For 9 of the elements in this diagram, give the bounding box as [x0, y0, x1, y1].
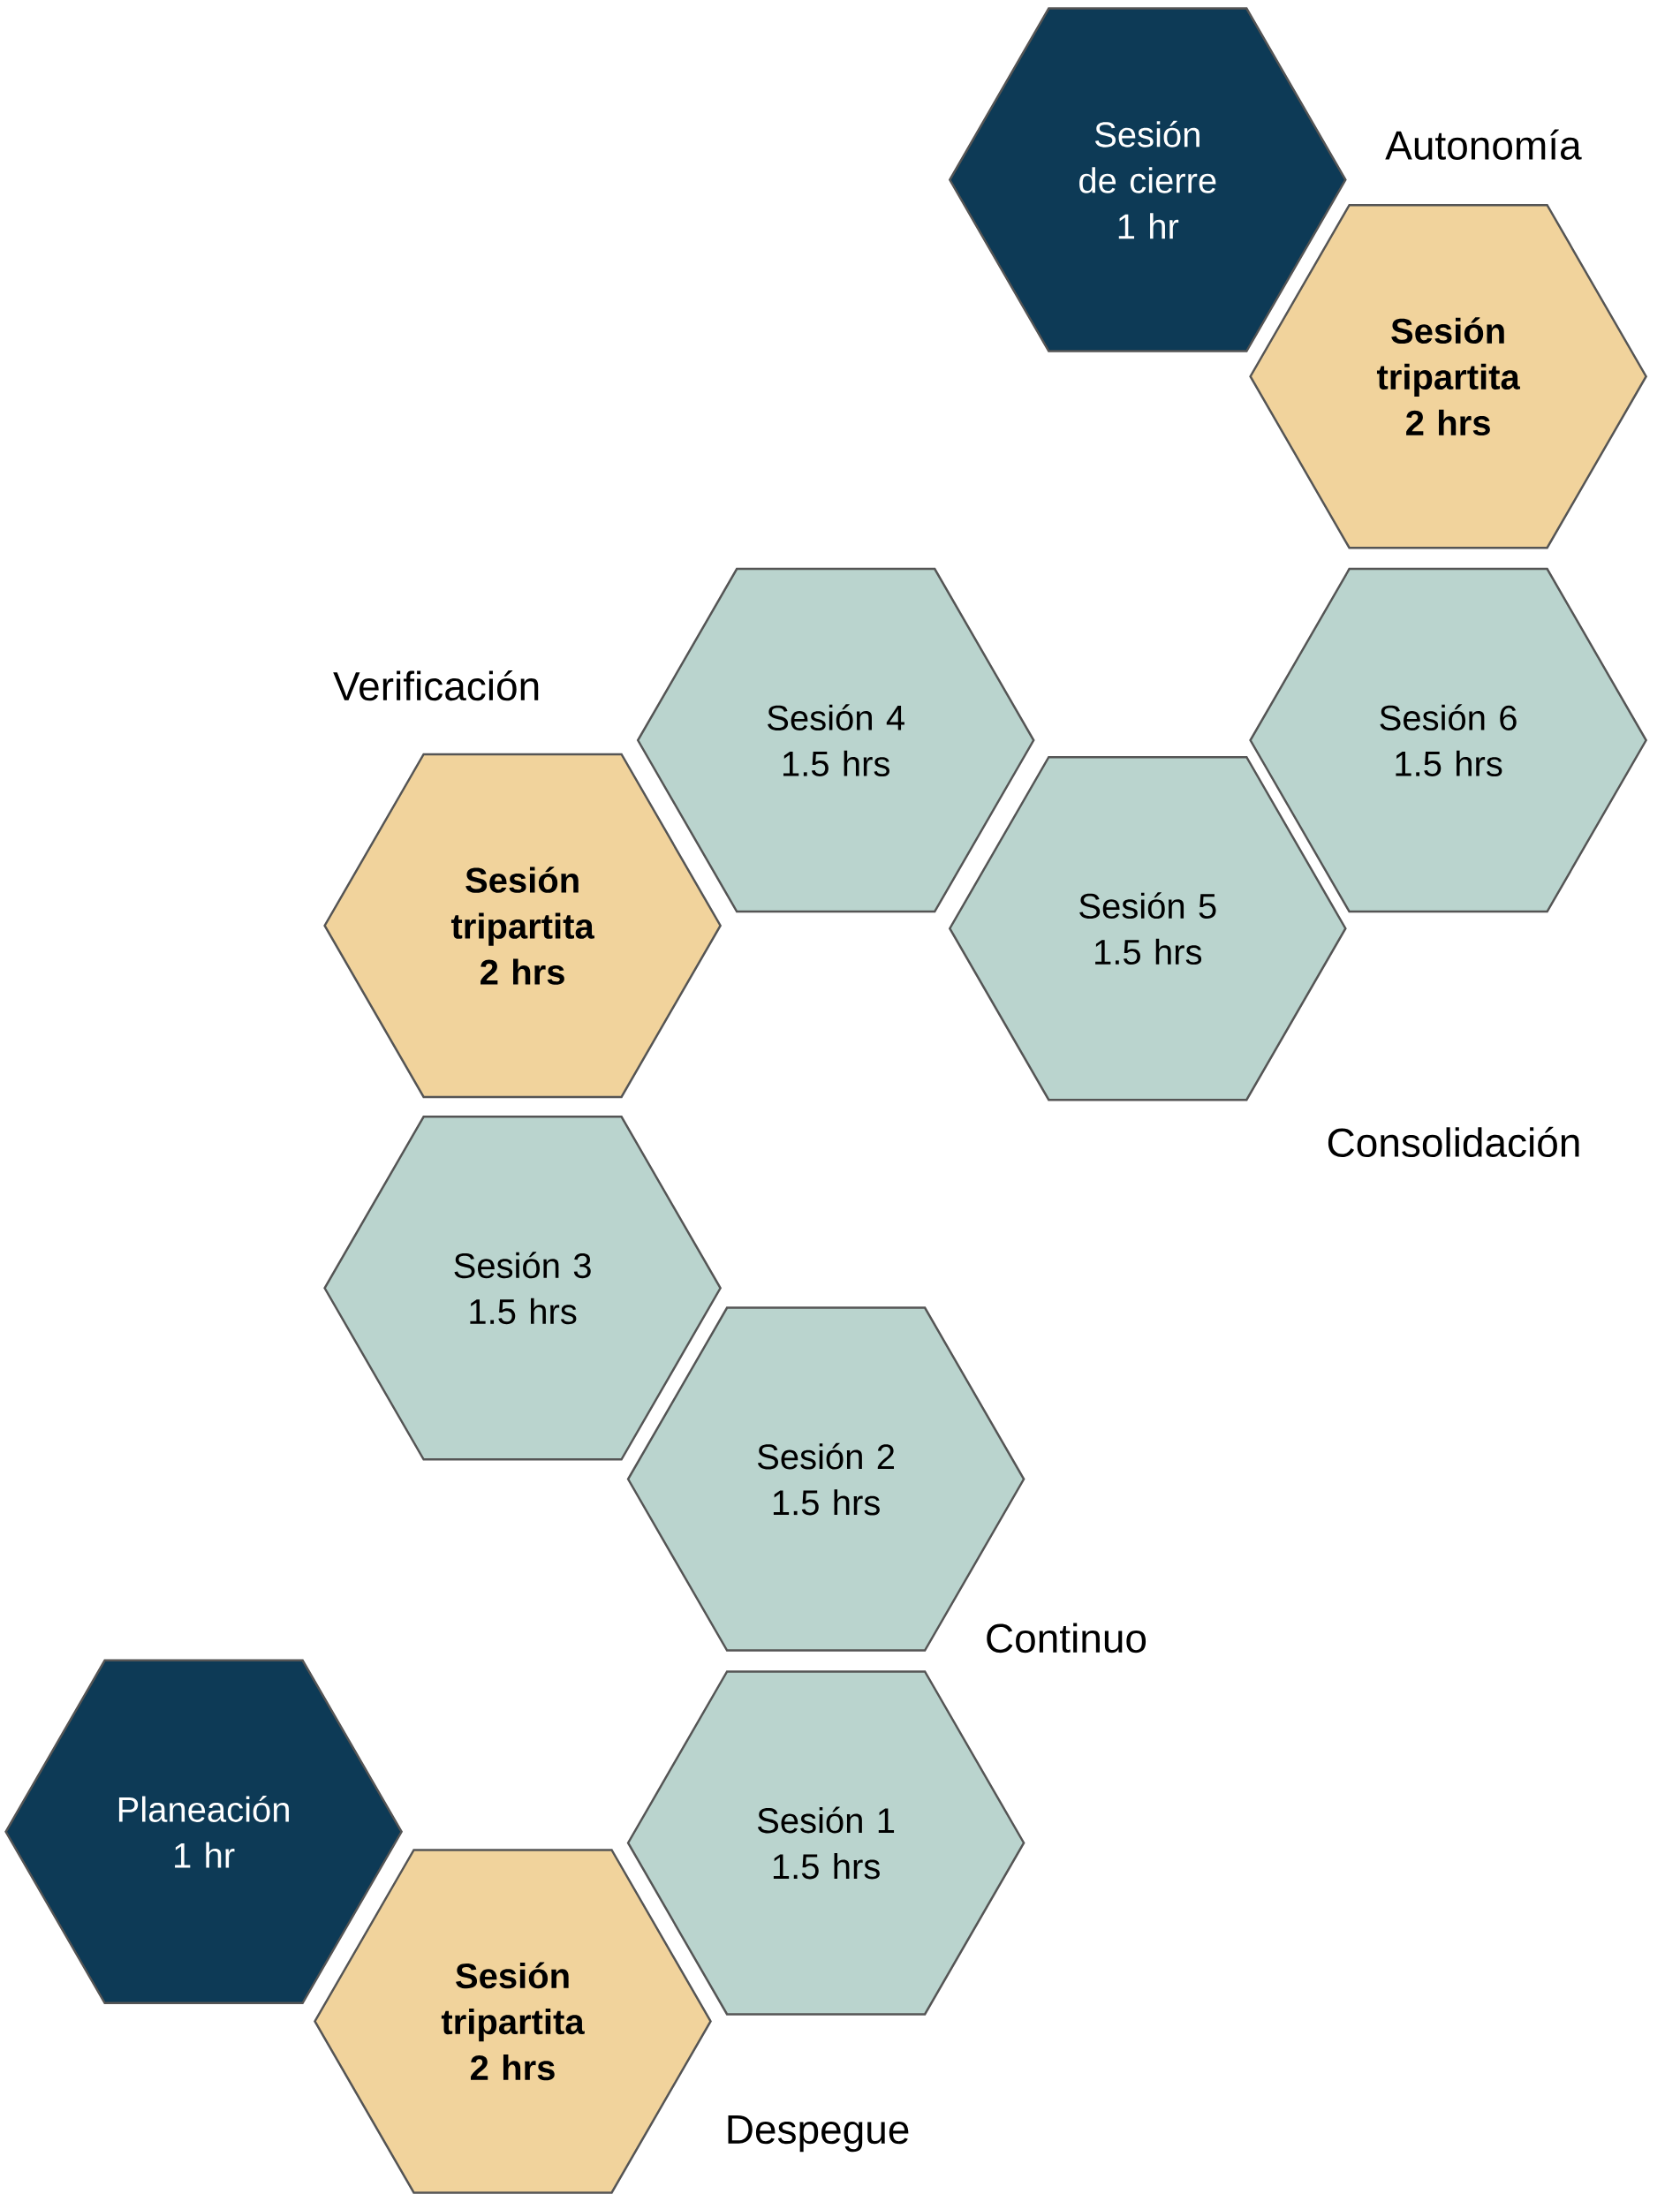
phase-label: Despegue — [728, 2115, 909, 2153]
hexagon: Sesión 4 1.5 hrs — [636, 567, 1035, 913]
hexagon: Sesión 1 1.5 hrs — [626, 1670, 1025, 2016]
hexagon: Sesión tripartita 2 hrs — [314, 1849, 712, 2194]
hexagon: Sesión de cierre 1 hr — [948, 7, 1347, 352]
phase-label: Verificación — [333, 670, 539, 701]
phase-label: Autonomía — [1385, 129, 1582, 160]
hexagon: Sesión 5 1.5 hrs — [948, 755, 1347, 1101]
phase-label: Consolidación — [1328, 1126, 1579, 1158]
